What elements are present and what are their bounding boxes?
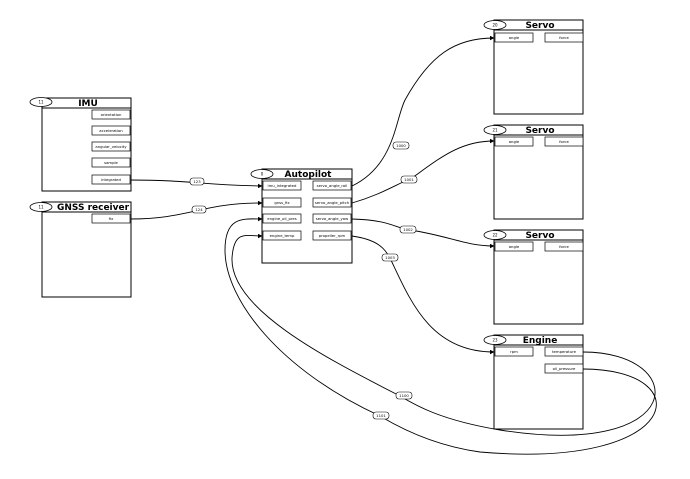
node-servo-2[interactable]: 21 Servo angle force xyxy=(483,124,584,220)
node-servo-1[interactable]: 20 Servo angle force xyxy=(483,19,584,115)
svg-text:angle: angle xyxy=(509,35,520,40)
svg-text:imu_integrated: imu_integrated xyxy=(268,183,297,188)
node-id-badge xyxy=(483,20,507,30)
svg-text:gnss_fix: gnss_fix xyxy=(274,200,290,205)
node-servo-3[interactable]: 22 Servo angle force xyxy=(483,229,584,325)
svg-text:1002: 1002 xyxy=(403,227,413,232)
svg-text:force: force xyxy=(559,139,569,144)
port-oil-pressure[interactable]: oil_pressure xyxy=(544,363,584,374)
port-integrated[interactable]: integrated xyxy=(91,174,131,185)
svg-text:engine_temp: engine_temp xyxy=(270,233,295,238)
svg-text:force: force xyxy=(559,244,569,249)
svg-text:orientation: orientation xyxy=(101,112,122,117)
svg-text:angular_velocity: angular_velocity xyxy=(95,144,127,149)
node-id-badge xyxy=(29,202,53,212)
node-id-badge xyxy=(483,335,507,345)
svg-text:engine_oil_pres: engine_oil_pres xyxy=(267,216,296,221)
edge-pitch-to-servo2[interactable] xyxy=(351,138,495,204)
node-title: Servo xyxy=(525,231,554,241)
svg-text:angle: angle xyxy=(509,244,520,249)
port-angular-velocity[interactable]: angular_velocity xyxy=(91,141,131,152)
port-gnss-fix[interactable]: gnss_fix xyxy=(262,197,302,208)
node-id-badge xyxy=(29,97,53,107)
edge-roll-to-servo1[interactable] xyxy=(351,35,495,187)
svg-text:servo_angle_pitch: servo_angle_pitch xyxy=(315,200,350,205)
node-id: 21 xyxy=(492,128,498,133)
svg-text:sample: sample xyxy=(104,160,118,165)
port-angle[interactable]: angle xyxy=(494,136,534,147)
svg-text:123: 123 xyxy=(193,179,201,184)
svg-text:servo_angle_yaw: servo_angle_yaw xyxy=(316,216,348,221)
edge-oil-pressure-to-autopilot[interactable] xyxy=(224,216,657,455)
edge-temperature-to-autopilot[interactable] xyxy=(231,233,656,436)
svg-text:propeller_rpm: propeller_rpm xyxy=(319,233,346,238)
edge-label-1002: 1002 xyxy=(399,225,417,234)
node-id: 11 xyxy=(38,205,44,210)
node-id: 20 xyxy=(492,23,498,28)
edge-label-1101: 1101 xyxy=(372,411,390,420)
port-servo-angle-yaw[interactable]: servo_angle_yaw xyxy=(312,213,352,224)
edge-label-1001: 1001 xyxy=(400,175,418,184)
node-id-badge xyxy=(250,169,274,179)
node-id: 23 xyxy=(492,338,498,343)
port-propeller-rpm[interactable]: propeller_rpm xyxy=(312,230,352,241)
svg-text:1001: 1001 xyxy=(404,177,414,182)
svg-text:integrated: integrated xyxy=(101,177,121,182)
edge-labels: 123 124 1000 1001 1002 1003 1100 1101 xyxy=(189,141,418,420)
port-imu-integrated[interactable]: imu_integrated xyxy=(262,180,302,191)
node-gnss-receiver[interactable]: 11 GNSS receiver fix xyxy=(29,201,132,298)
node-engine[interactable]: 23 Engine rpm temperature oil_pressure xyxy=(483,334,584,430)
node-id-badge xyxy=(483,230,507,240)
node-id: 0 xyxy=(261,172,264,177)
node-id-badge xyxy=(483,125,507,135)
port-orientation[interactable]: orientation xyxy=(91,109,131,120)
node-autopilot[interactable]: 0 Autopilot imu_integrated gnss_fix engi… xyxy=(250,168,353,264)
svg-text:oil_pressure: oil_pressure xyxy=(553,366,576,371)
port-acceleration[interactable]: acceleration xyxy=(91,125,131,136)
svg-text:1101: 1101 xyxy=(376,413,386,418)
svg-text:1000: 1000 xyxy=(396,143,406,148)
edge-label-1100: 1100 xyxy=(395,391,413,400)
port-rpm[interactable]: rpm xyxy=(494,346,534,357)
svg-text:acceleration: acceleration xyxy=(99,128,123,133)
svg-text:temperature: temperature xyxy=(552,349,577,354)
node-title: Servo xyxy=(525,126,554,136)
port-fix[interactable]: fix xyxy=(91,213,131,224)
node-title: Autopilot xyxy=(285,170,333,180)
port-temperature[interactable]: temperature xyxy=(544,346,584,357)
svg-text:124: 124 xyxy=(195,207,203,212)
node-id: 22 xyxy=(492,233,498,238)
svg-text:1100: 1100 xyxy=(399,393,409,398)
port-force[interactable]: force xyxy=(544,241,584,252)
port-servo-angle-roll[interactable]: servo_angle_roll xyxy=(312,180,352,191)
node-title: Servo xyxy=(525,21,554,31)
svg-text:servo_angle_roll: servo_angle_roll xyxy=(317,183,348,188)
svg-text:angle: angle xyxy=(509,139,520,144)
node-title: IMU xyxy=(78,99,98,109)
edge-label-1000: 1000 xyxy=(392,141,410,150)
port-sample[interactable]: sample xyxy=(91,157,131,168)
node-title: Engine xyxy=(523,336,558,346)
svg-text:rpm: rpm xyxy=(510,349,518,354)
port-force[interactable]: force xyxy=(544,32,584,43)
port-engine-oil-pres[interactable]: engine_oil_pres xyxy=(262,213,302,224)
port-engine-temp[interactable]: engine_temp xyxy=(262,230,302,241)
node-id: 11 xyxy=(38,100,44,105)
svg-text:force: force xyxy=(559,35,569,40)
edge-label-123: 123 xyxy=(189,177,205,186)
port-force[interactable]: force xyxy=(544,136,584,147)
edge-label-124: 124 xyxy=(191,205,207,214)
node-title: GNSS receiver xyxy=(57,203,130,213)
edge-rpm-to-engine[interactable] xyxy=(351,235,495,355)
svg-text:1003: 1003 xyxy=(385,255,395,260)
port-angle[interactable]: angle xyxy=(494,32,534,43)
node-imu[interactable]: 11 IMU orientation acceleration angular_… xyxy=(29,97,132,192)
svg-text:fix: fix xyxy=(109,216,114,221)
port-angle[interactable]: angle xyxy=(494,241,534,252)
port-servo-angle-pitch[interactable]: servo_angle_pitch xyxy=(312,197,352,208)
edge-label-1003: 1003 xyxy=(381,253,399,262)
